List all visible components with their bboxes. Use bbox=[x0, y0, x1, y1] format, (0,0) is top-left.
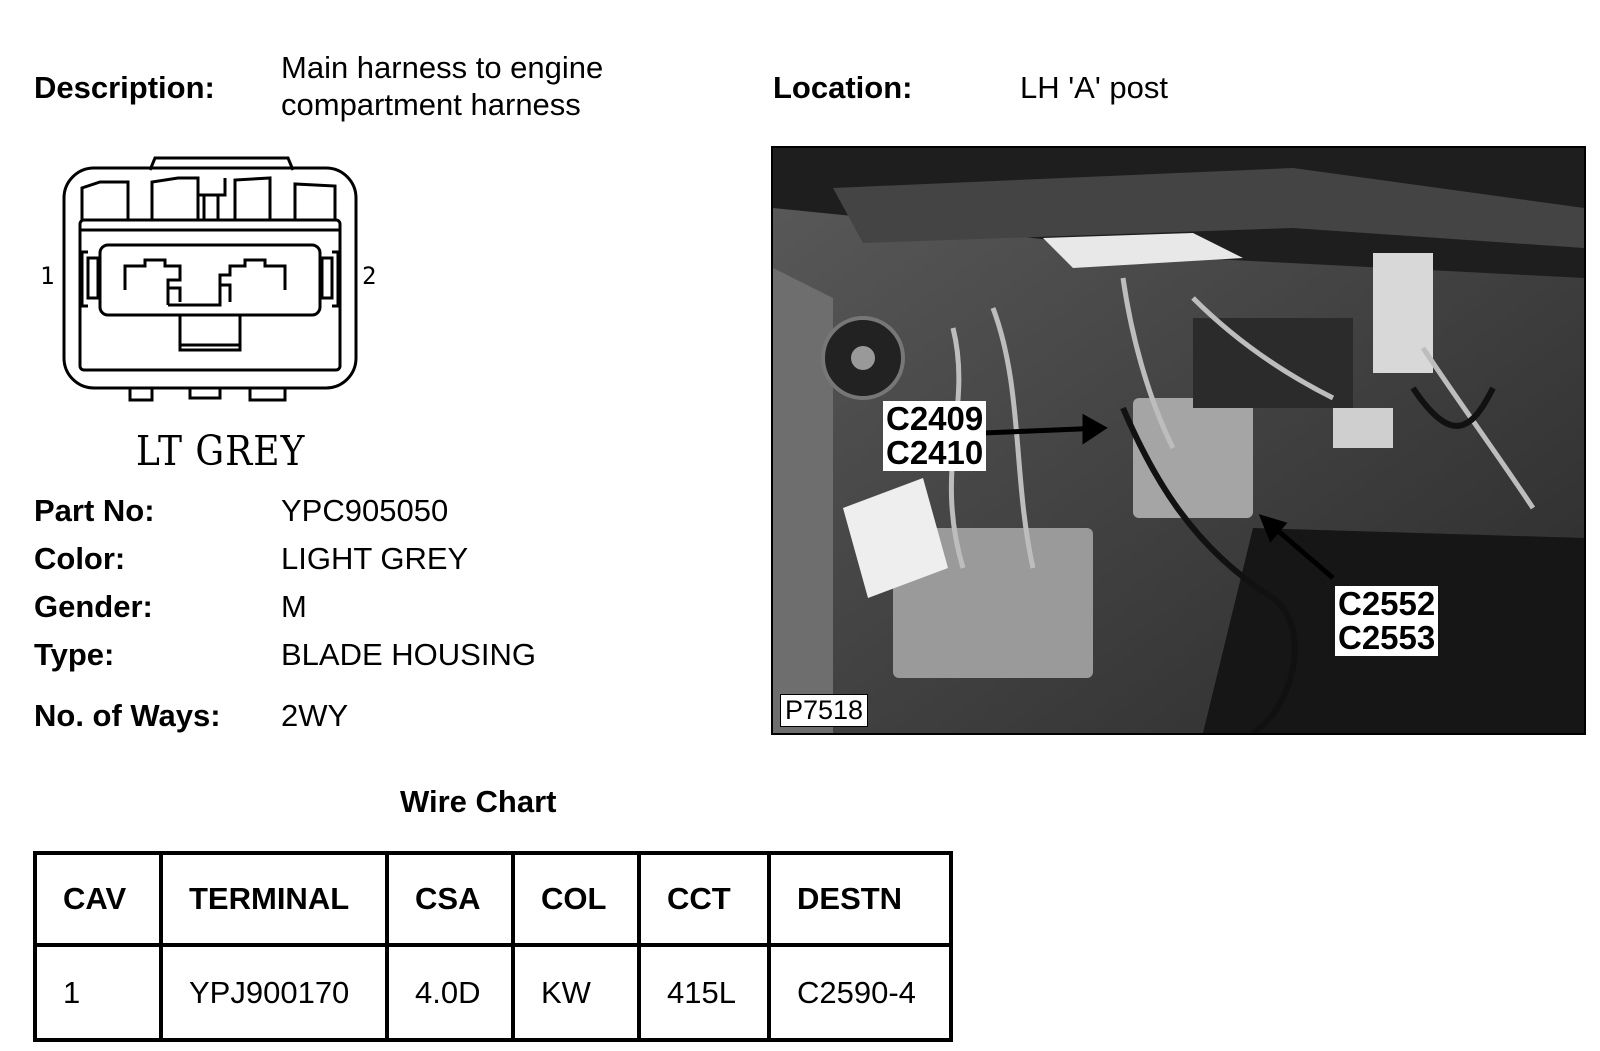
callout-c2410-line: C2410 bbox=[886, 434, 984, 471]
photo-id-label: P7518 bbox=[780, 694, 869, 727]
connector-color-caption: LT GREY bbox=[136, 428, 306, 476]
gender-label: Gender: bbox=[34, 589, 153, 624]
gender-value: M bbox=[281, 589, 307, 624]
pin-2-label: 2 bbox=[362, 262, 377, 290]
description-line-1: Main harness to engine bbox=[281, 50, 604, 85]
part-no-value: YPC905050 bbox=[281, 493, 449, 528]
callout-c2552-line: C2552 bbox=[1338, 585, 1436, 622]
cell-terminal: YPJ900170 bbox=[159, 943, 389, 1042]
col-header-cav: CAV bbox=[33, 851, 163, 947]
cell-col: KW bbox=[511, 943, 641, 1042]
col-header-cct: CCT bbox=[637, 851, 771, 947]
ways-value: 2WY bbox=[281, 698, 349, 733]
location-label: Location: bbox=[773, 70, 913, 105]
pin-1-label: 1 bbox=[40, 262, 55, 290]
part-no-label: Part No: bbox=[34, 493, 155, 528]
callout-c2552: C2552 C2553 bbox=[1335, 585, 1439, 656]
location-photo: C2409 C2410 C2552 C2553 P7518 bbox=[771, 146, 1586, 735]
description-label: Description: bbox=[34, 70, 215, 105]
cell-csa: 4.0D bbox=[385, 943, 515, 1042]
wire-chart-table: CAV TERMINAL CSA COL CCT DESTN 1 YPJ9001… bbox=[33, 851, 953, 1042]
callout-c2553-line: C2553 bbox=[1338, 619, 1436, 656]
col-header-terminal: TERMINAL bbox=[159, 851, 389, 947]
callout-c2409-line: C2409 bbox=[886, 400, 984, 437]
callout-c2409: C2409 C2410 bbox=[883, 400, 987, 471]
color-value: LIGHT GREY bbox=[281, 541, 469, 576]
wire-chart-header-row: CAV TERMINAL CSA COL CCT DESTN bbox=[33, 851, 953, 947]
col-header-col: COL bbox=[511, 851, 641, 947]
wire-chart-title: Wire Chart bbox=[400, 784, 557, 819]
cell-destn: C2590-4 bbox=[767, 943, 953, 1042]
color-label: Color: bbox=[34, 541, 126, 576]
description-line-2: compartment harness bbox=[281, 87, 581, 122]
location-value: LH 'A' post bbox=[1020, 70, 1168, 105]
col-header-destn: DESTN bbox=[767, 851, 953, 947]
table-row: 1 YPJ900170 4.0D KW 415L C2590-4 bbox=[33, 943, 953, 1042]
ways-label: No. of Ways: bbox=[34, 698, 221, 733]
connector-diagram bbox=[62, 156, 358, 402]
col-header-csa: CSA bbox=[385, 851, 515, 947]
type-value: BLADE HOUSING bbox=[281, 637, 536, 672]
type-label: Type: bbox=[34, 637, 115, 672]
cell-cav: 1 bbox=[33, 943, 163, 1042]
cell-cct: 415L bbox=[637, 943, 771, 1042]
